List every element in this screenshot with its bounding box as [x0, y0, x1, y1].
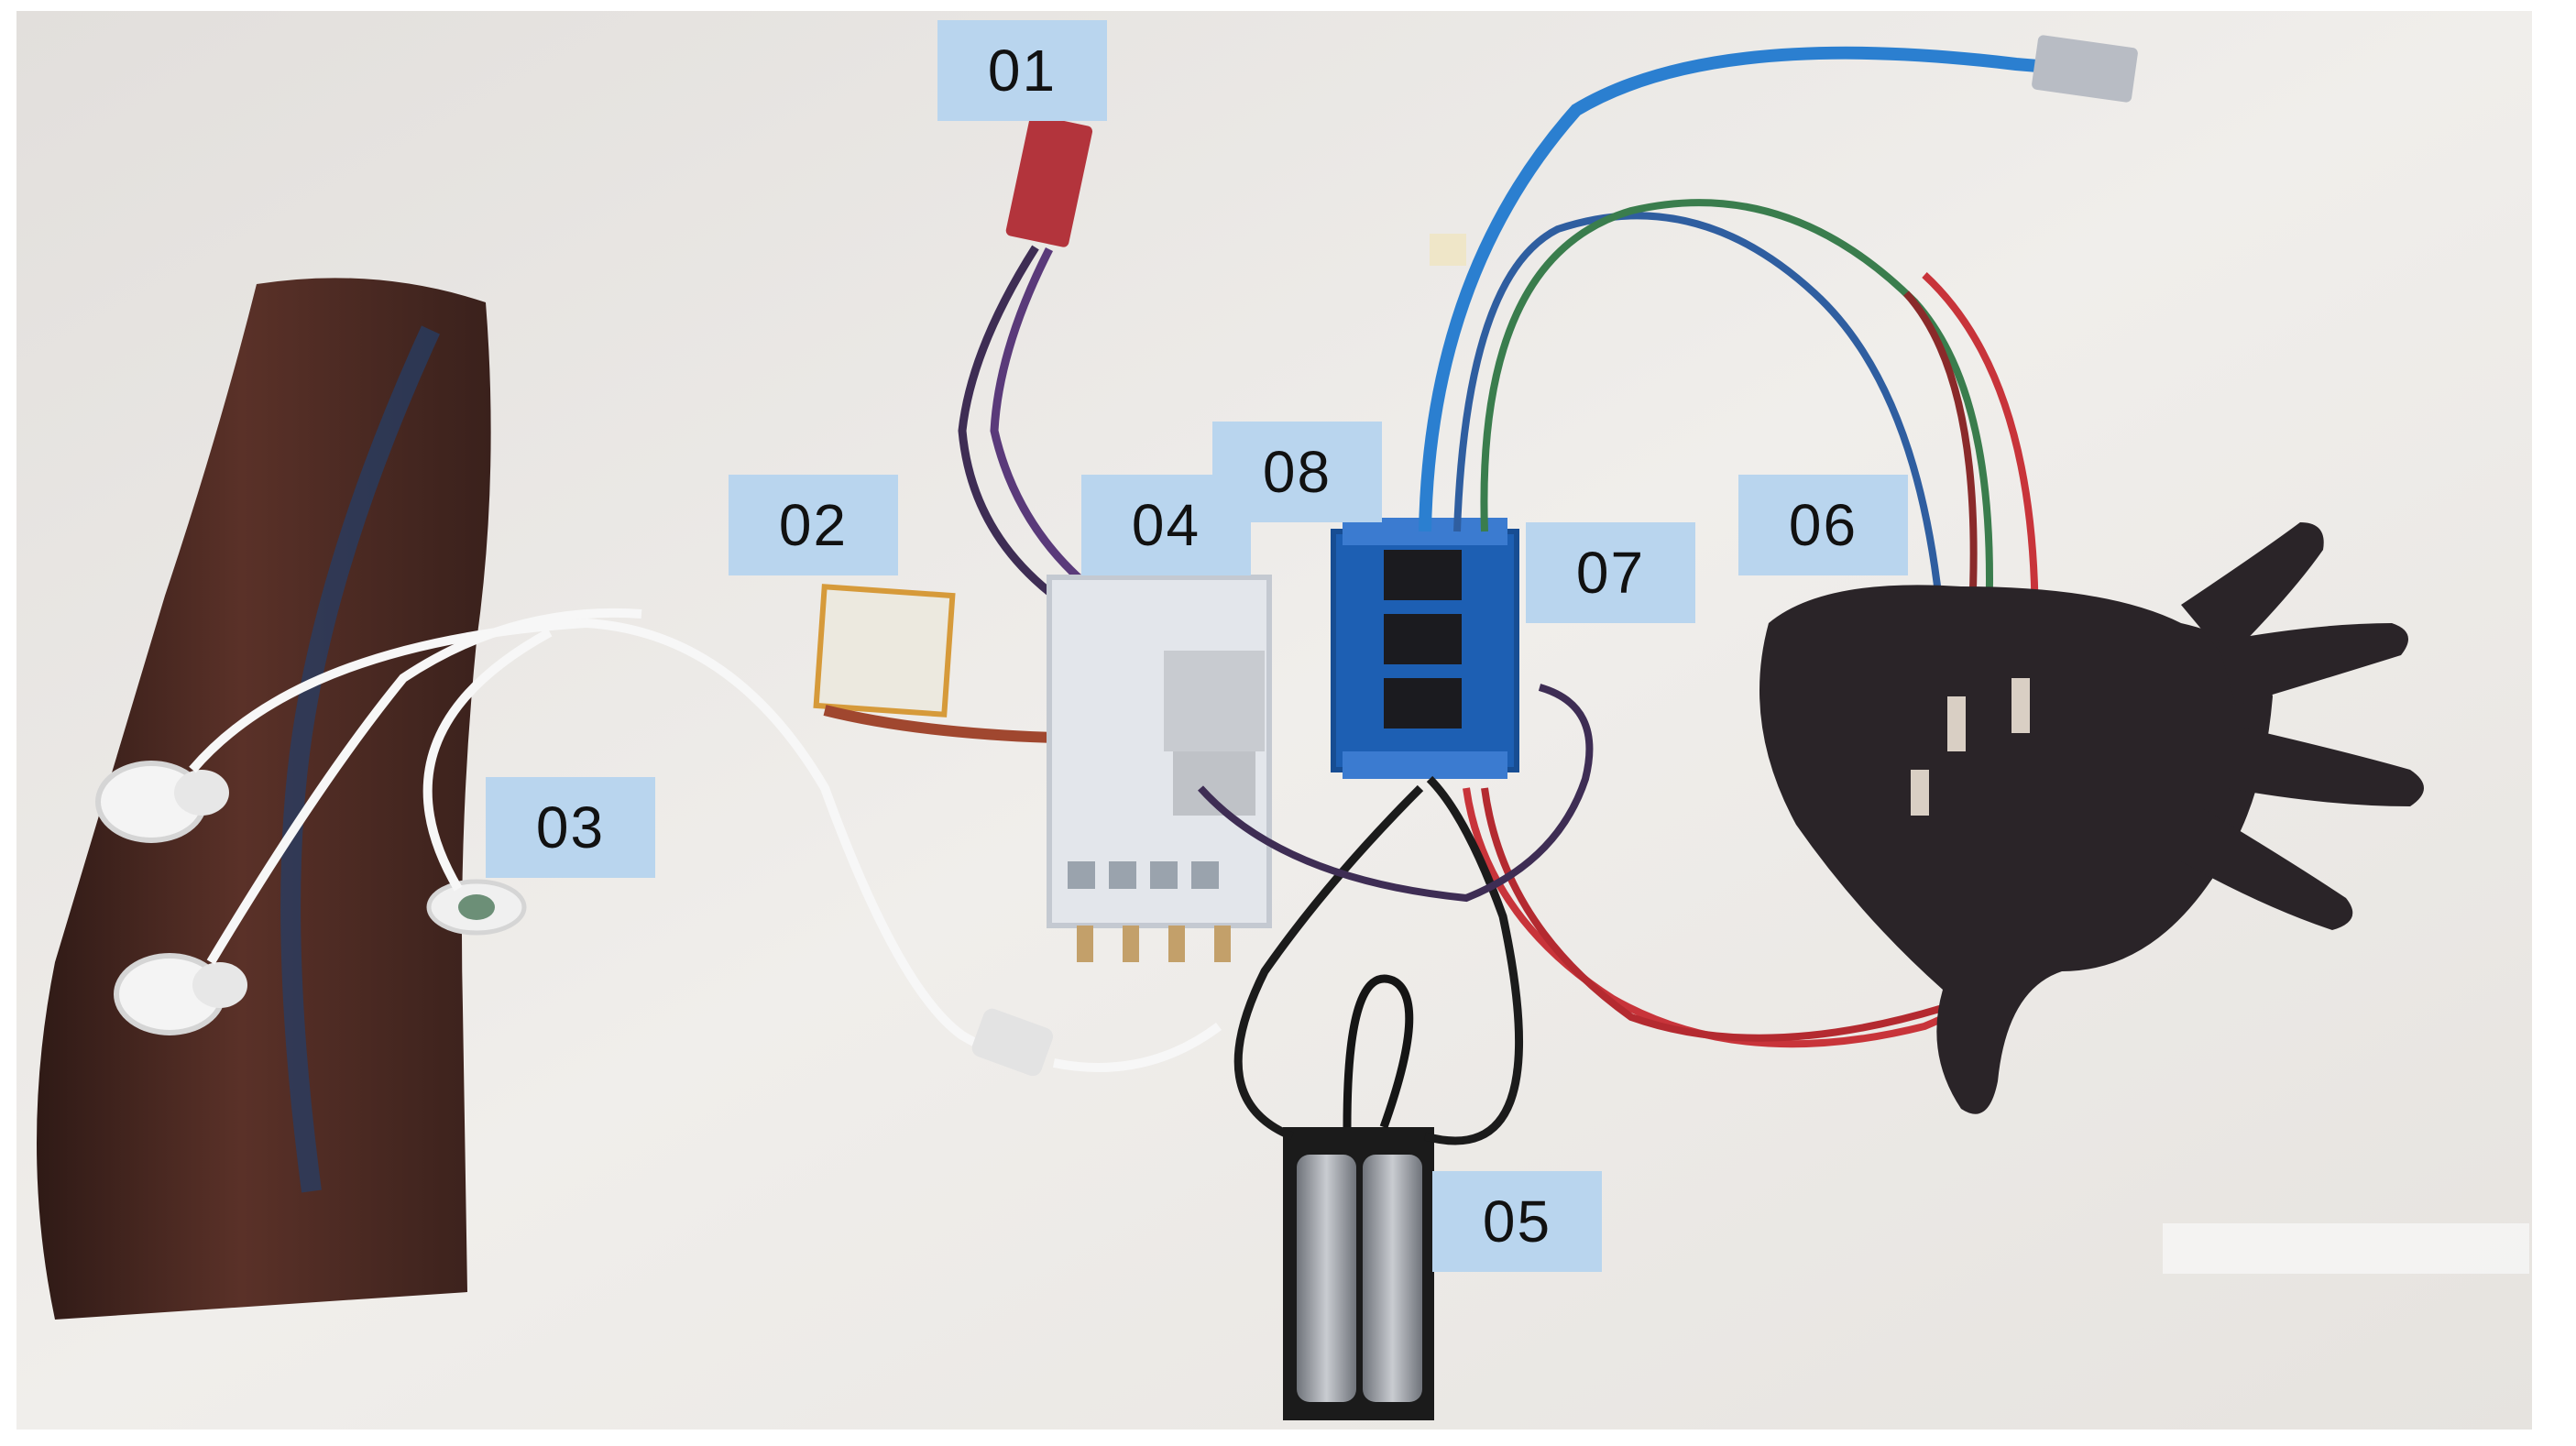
label-03: 03	[486, 777, 655, 878]
label-05: 05	[1432, 1171, 1602, 1272]
label-02: 02	[729, 475, 898, 575]
battery-holder	[1283, 974, 1434, 1420]
usb-plug	[2032, 35, 2138, 103]
glove-actuators	[1911, 678, 2030, 816]
robotic-glove	[1759, 522, 2424, 1114]
sensor-connector	[971, 1008, 1054, 1077]
forearm-vein	[280, 325, 441, 1193]
label-07: 07	[1526, 522, 1695, 623]
label-08: 08	[1212, 422, 1382, 522]
electrode-pads	[95, 761, 527, 1035]
electrode-wires	[189, 608, 1222, 1072]
label-01: 01	[937, 20, 1107, 121]
lipo-battery	[813, 584, 956, 718]
label-04: 04	[1081, 475, 1251, 575]
pressure-sensor	[1005, 115, 1093, 247]
small-connector	[1430, 234, 1466, 266]
battery-lead	[823, 705, 1055, 743]
forearm-model	[37, 278, 491, 1320]
label-06: 06	[1738, 475, 1908, 575]
battery-wires	[1423, 775, 1524, 1145]
usb-cable	[1419, 46, 2127, 532]
reflection	[2163, 1223, 2529, 1274]
